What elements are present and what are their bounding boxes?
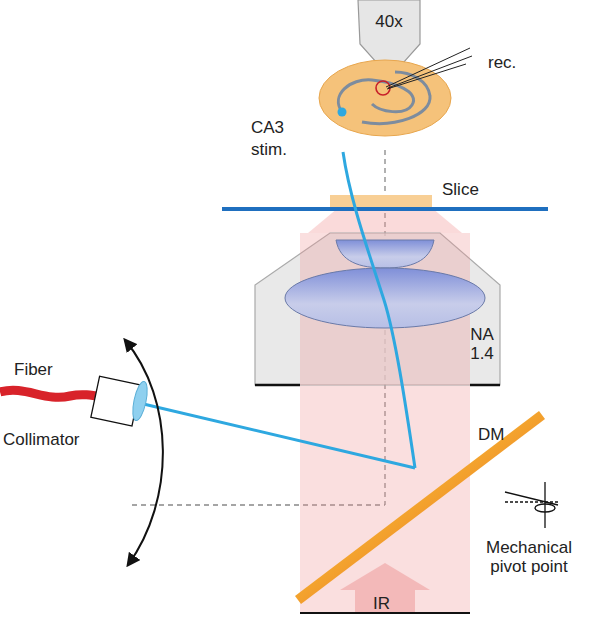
front-lens [336, 240, 434, 268]
objective-lens [285, 268, 485, 328]
label-text: Fiber [14, 360, 53, 379]
label-text: CA3 [251, 118, 284, 137]
dentate [362, 72, 430, 123]
objective-40x [358, 0, 420, 62]
objective-na-box: NA 1.4 [462, 322, 502, 366]
objective-base [255, 384, 500, 387]
label-text: DM [478, 425, 504, 444]
part-label: Slice [442, 180, 479, 199]
part-label: Collimator [3, 430, 80, 449]
label-text: Mechanical pivot point [486, 538, 572, 576]
beam-label: IR [373, 594, 390, 613]
label-text: IR [373, 594, 390, 613]
part-label: DM [478, 425, 504, 444]
tilt-arrow [125, 340, 163, 565]
objective-label-box: 40x [358, 2, 420, 40]
collimator-lens [130, 380, 150, 422]
node-text: NA 1.4 [462, 325, 502, 363]
ir-arrow [340, 563, 430, 612]
objective-housing [255, 233, 500, 385]
collimator [91, 376, 141, 426]
pipette [386, 48, 472, 89]
recording-site [376, 81, 390, 95]
label-text: Collimator [3, 430, 80, 449]
region-label: stim. [251, 140, 287, 159]
slice-plane [222, 207, 548, 211]
stim-beam [135, 402, 415, 468]
label-text: stim. [251, 140, 287, 159]
slice-pad [330, 195, 432, 208]
region-label: rec. [488, 53, 516, 72]
part-label: Mechanical pivot point [474, 538, 584, 576]
part-label: Fiber [14, 360, 53, 379]
pivot-symbol [505, 482, 558, 528]
stim-beam [343, 152, 415, 468]
stim-spot [338, 108, 347, 117]
label-text: rec. [488, 53, 516, 72]
region-label: CA3 [251, 118, 284, 137]
node-text: 40x [375, 12, 402, 31]
beam [308, 208, 462, 233]
label-text: Slice [442, 180, 479, 199]
